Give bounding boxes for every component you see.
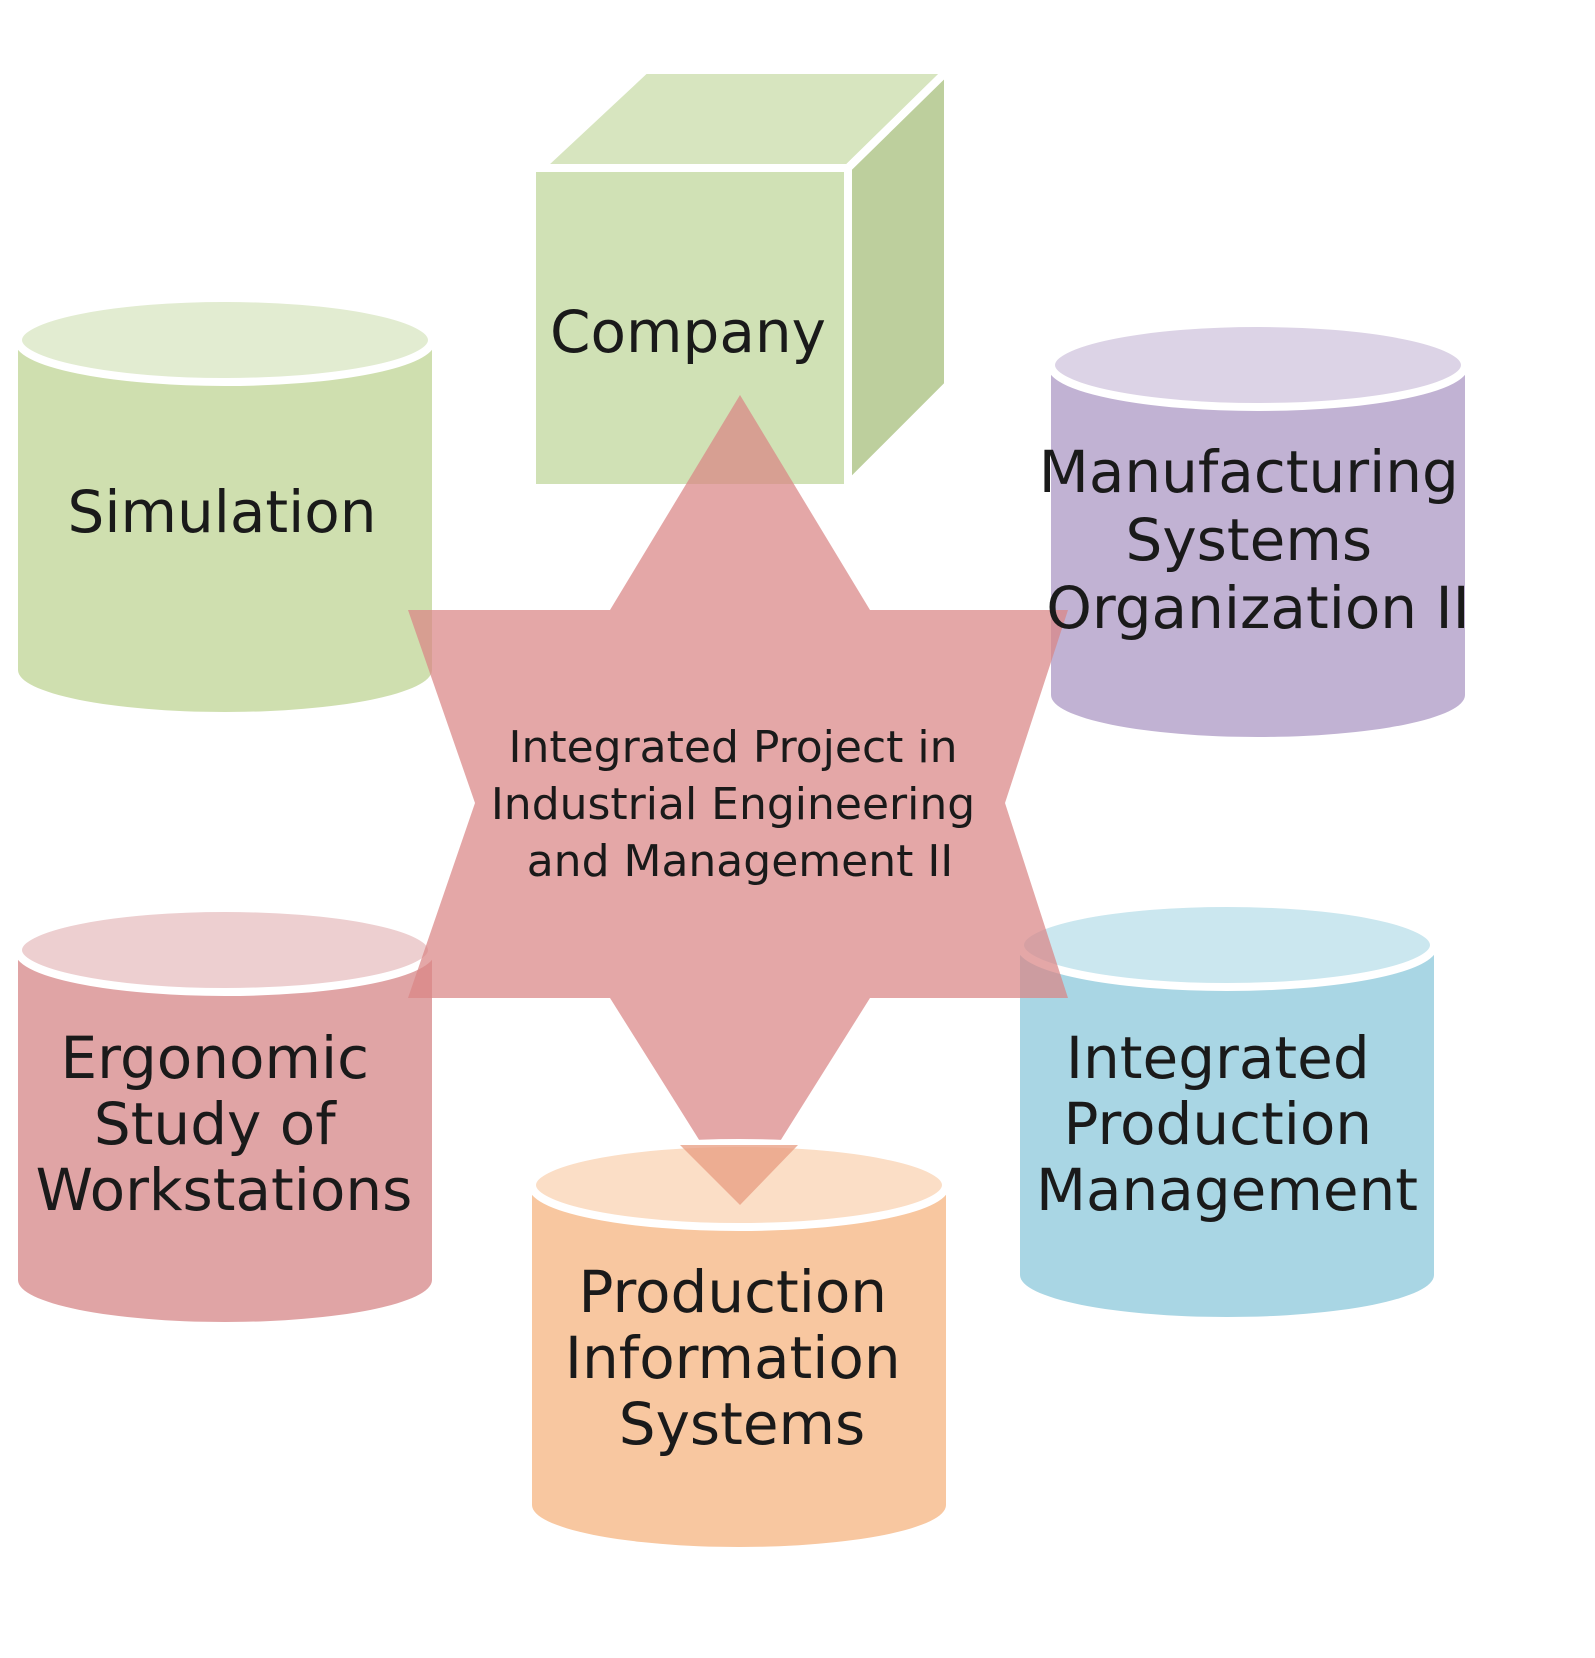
production-info-cylinder — [528, 1139, 950, 1547]
company-cube — [528, 66, 952, 492]
manufacturing-label: Manufacturing Systems Organization II — [1039, 438, 1477, 642]
ergonomic-label: Ergonomic Study of Workstations — [36, 1024, 413, 1224]
integrated-production-label: Integrated Production Management — [1036, 1024, 1418, 1224]
ergonomic-cylinder — [14, 904, 436, 1322]
company-label: Company — [550, 298, 826, 366]
simulation-cylinder — [14, 294, 436, 712]
production-info-label: Production Information Systems — [565, 1258, 919, 1458]
simulation-label: Simulation — [68, 478, 377, 546]
center-star — [408, 395, 1068, 1205]
center-label: Integrated Project in Industrial Enginee… — [491, 722, 989, 887]
manufacturing-cylinder — [1047, 319, 1469, 737]
